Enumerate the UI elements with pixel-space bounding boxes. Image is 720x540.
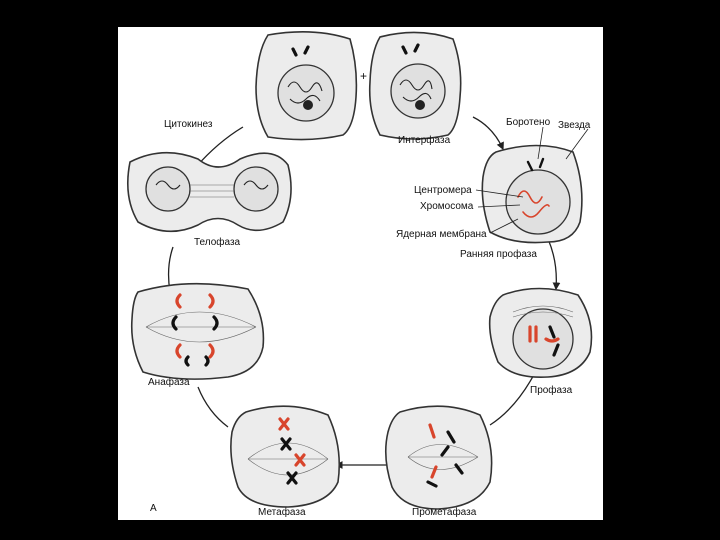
panel-letter: А [150,503,157,514]
mitosis-diagram-panel: Цитокинез Интерфаза + Боротено Звезда Це… [118,27,603,520]
interphase-cell-left [255,31,358,141]
label-centromere: Центромера [414,185,472,196]
label-prophase: Профаза [530,385,573,396]
label-spindle: Боротено [506,117,551,128]
metaphase-cell [230,405,341,508]
anaphase-cell [130,282,265,380]
label-star: Звезда [558,120,591,131]
prophase-cell [488,287,593,379]
label-early-prophase: Ранняя профаза [460,249,537,260]
label-nuclear-membrane: Ядерная мембрана [396,229,487,240]
label-telophase: Телофаза [194,237,241,248]
label-cytokinesis: Цитокинез [164,119,213,130]
mitosis-cycle-drawing [127,31,593,510]
label-interphase: Интерфаза [398,135,451,146]
interphase-cell-right [368,31,462,140]
label-anaphase: Анафаза [148,377,190,388]
telophase-cell [127,151,292,233]
label-metaphase: Метафаза [258,507,306,518]
early-prophase-cell [481,144,583,244]
label-chromosome: Хромосома [420,201,474,212]
label-prometaphase: Прометафаза [412,507,477,518]
label-pointers [475,126,589,234]
plus-sign: + [360,69,368,83]
prometaphase-cell [384,405,493,510]
